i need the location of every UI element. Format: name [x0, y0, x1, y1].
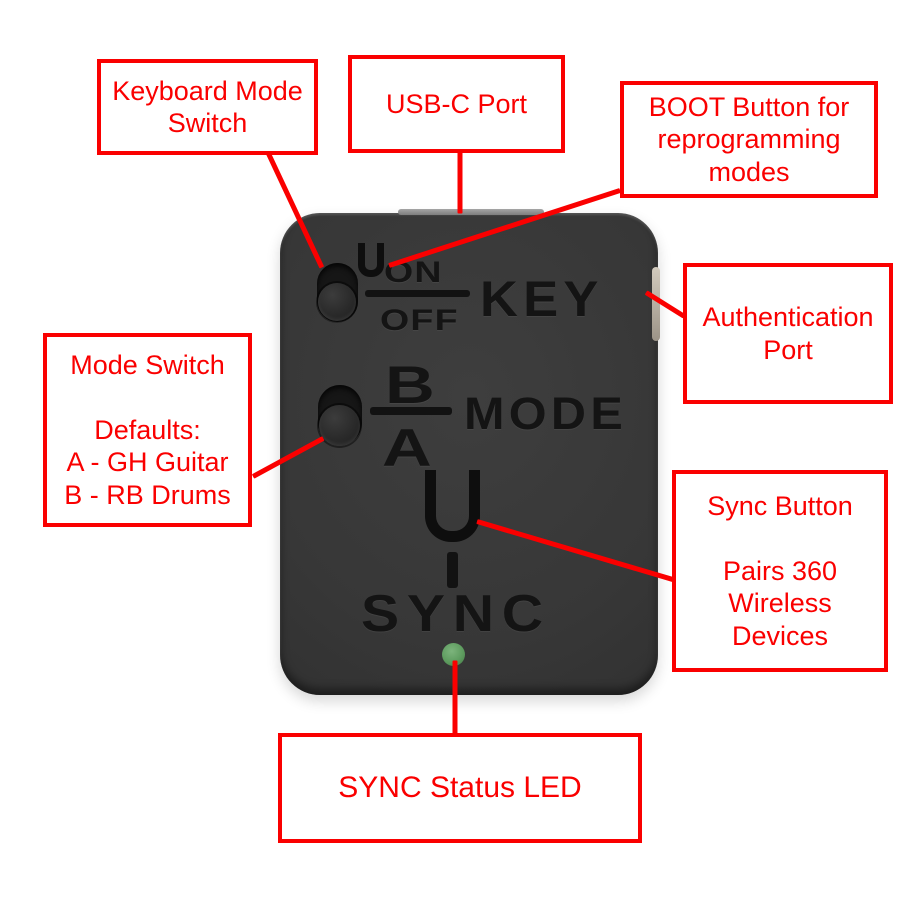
- callout-text-line: Keyboard Mode: [112, 75, 303, 106]
- callout-text-line: A - GH Guitar: [66, 447, 229, 478]
- label-off: OFF: [380, 304, 459, 337]
- callout-text-line: Defaults:: [94, 414, 201, 445]
- callout-text-line: [47, 381, 248, 413]
- sync-button-icon: [425, 470, 480, 542]
- callout-boot-button: BOOT Button for reprogramming modes: [620, 81, 878, 198]
- sync-status-led: [442, 643, 465, 666]
- callout-text-line: reprogramming: [657, 124, 841, 155]
- callout-text-line: Mode Switch: [70, 350, 225, 381]
- callout-text-line: [676, 522, 884, 554]
- mode-switch-knob: [319, 405, 360, 446]
- connector-line-usb-c-port: [457, 149, 463, 214]
- callout-text-line: Sync Button: [707, 491, 853, 522]
- callout-mode-switch: Mode Switch Defaults: A - GH Guitar B - …: [43, 333, 252, 527]
- callout-text-line: USB-C Port: [385, 88, 528, 119]
- callout-keyboard-mode-switch: Keyboard Mode Switch: [97, 59, 318, 155]
- callout-text-line: Devices: [731, 620, 829, 651]
- callout-text-line: Authentication: [702, 302, 874, 333]
- authentication-port-slot: [652, 267, 660, 341]
- label-mode-b: B: [385, 356, 435, 415]
- callout-sync-button: Sync Button Pairs 360 Wireless Devices: [672, 470, 888, 672]
- label-key: KEY: [480, 271, 604, 327]
- keyboard-mode-switch-knob: [318, 283, 356, 321]
- callout-text-line: BOOT Button for: [648, 91, 850, 122]
- callout-text-line: B - RB Drums: [64, 479, 231, 510]
- callout-authentication-port: Authentication Port: [683, 263, 893, 404]
- boot-button-icon: [358, 243, 384, 277]
- callout-text-line: Pairs 360: [722, 555, 838, 586]
- callout-text-line: Switch: [167, 108, 248, 138]
- callout-usb-c-port: USB-C Port: [348, 55, 565, 153]
- callout-text-line: Port: [763, 334, 813, 365]
- device-body: ON OFF KEY B A MODE SYNC: [280, 213, 658, 695]
- label-mode-a: A: [382, 419, 432, 478]
- usb-c-port-slot: [398, 209, 544, 215]
- sync-pointer-icon: [447, 552, 458, 588]
- connector-line-sync-led: [452, 660, 458, 737]
- key-switch-divider: [365, 290, 470, 297]
- callout-text-line: modes: [708, 156, 790, 187]
- callout-sync-status-led: SYNC Status LED: [278, 733, 642, 843]
- mode-switch-divider: [370, 407, 452, 415]
- callout-text-line: Wireless: [728, 588, 832, 619]
- callout-text-line: SYNC Status LED: [338, 771, 582, 804]
- label-mode: MODE: [464, 388, 628, 439]
- label-sync: SYNC: [361, 585, 551, 643]
